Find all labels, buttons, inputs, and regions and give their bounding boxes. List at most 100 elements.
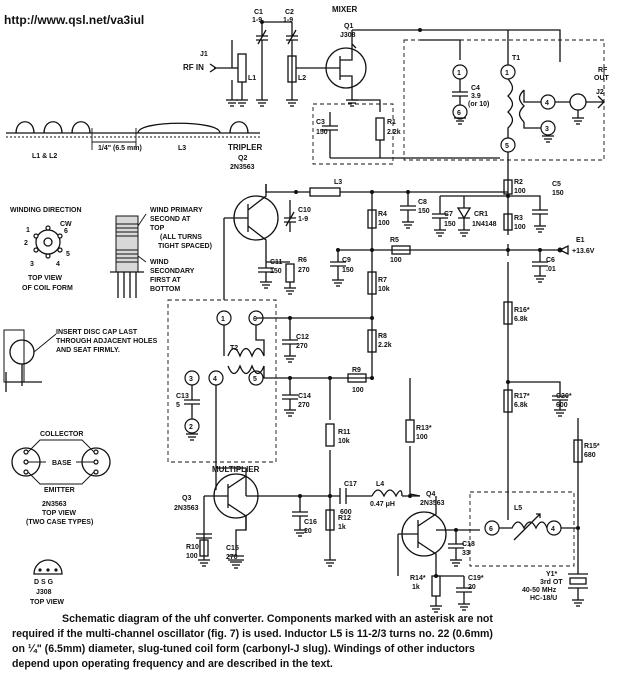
c10-label: C10 <box>298 207 311 214</box>
svg-text:20: 20 <box>468 584 476 591</box>
svg-text:1: 1 <box>26 227 30 234</box>
r6-label: R6 <box>298 257 307 264</box>
svg-text:L3: L3 <box>178 145 186 152</box>
svg-text:5: 5 <box>505 143 509 150</box>
coil-form-drawing: WIND PRIMARY SECOND AT TOP (ALL TURNS TI… <box>110 207 212 298</box>
svg-text:6: 6 <box>253 316 257 323</box>
r11-label: R11 <box>338 429 351 436</box>
c17-label: C17 <box>344 481 357 488</box>
r8-label: R8 <box>378 333 387 340</box>
component-labels: C1 1-9 C2 1-9 MIXER Q1 J308 J1 RF IN L1 … <box>174 5 610 602</box>
svg-text:3: 3 <box>30 261 34 268</box>
disc-cap-detail: INSERT DISC CAP LAST THROUGH ADJACENT HO… <box>3 329 158 392</box>
svg-text:Schematic diagram of the uhf c: Schematic diagram of the uhf converter. … <box>62 613 493 625</box>
coil-detail: L1 & L2 1/4" (6.5 mm) L3 <box>6 121 260 160</box>
svg-text:2.2k: 2.2k <box>378 342 392 349</box>
svg-text:6: 6 <box>64 228 68 235</box>
svg-text:(ALL TURNS: (ALL TURNS <box>160 234 202 241</box>
svg-text:2N3563: 2N3563 <box>42 501 67 508</box>
svg-text:TIGHT SPACED): TIGHT SPACED) <box>158 243 212 250</box>
svg-text:5: 5 <box>253 376 257 383</box>
svg-text:270: 270 <box>298 402 310 409</box>
svg-text:RF IN: RF IN <box>183 63 204 72</box>
svg-text:100: 100 <box>186 553 198 560</box>
svg-text:100: 100 <box>514 188 526 195</box>
svg-text:0.47 μH: 0.47 μH <box>370 501 395 508</box>
svg-text:FIRST AT: FIRST AT <box>150 277 181 284</box>
c15-label: C15 <box>226 545 239 552</box>
c19-label: C19* <box>468 575 484 582</box>
c14-label: C14 <box>298 393 311 400</box>
svg-text:150: 150 <box>444 221 456 228</box>
winding-direction-detail: WINDING DIRECTION CW 1 6 2 5 3 4 TOP VIE… <box>10 207 82 292</box>
svg-text:HC-18/U: HC-18/U <box>530 595 557 602</box>
r15-label: R15* <box>584 443 600 450</box>
l1-label: L1 <box>248 75 256 82</box>
svg-text:SECONDARY: SECONDARY <box>150 268 195 275</box>
svg-text:4: 4 <box>551 526 555 533</box>
svg-text:3.9: 3.9 <box>471 93 481 100</box>
svg-text:Q1: Q1 <box>344 23 353 30</box>
svg-text:100: 100 <box>390 257 402 264</box>
r1-label: R1 <box>387 119 396 126</box>
svg-text:J2: J2 <box>596 89 604 96</box>
c1-label: C1 <box>254 9 263 16</box>
svg-text:2N3563: 2N3563 <box>230 164 255 171</box>
multiplier-label: MULTIPLIER <box>212 465 260 474</box>
r17-label: R17* <box>514 393 530 400</box>
svg-text:2N3563: 2N3563 <box>420 500 445 507</box>
svg-text:BOTTOM: BOTTOM <box>150 286 180 293</box>
svg-text:1-9: 1-9 <box>283 17 293 24</box>
tripler-label: TRIPLER <box>228 143 262 152</box>
svg-text:J308: J308 <box>36 589 52 596</box>
svg-text:AND SEAT FIRMLY.: AND SEAT FIRMLY. <box>56 347 120 354</box>
svg-text:Q2: Q2 <box>238 155 247 162</box>
svg-text:COLLECTOR: COLLECTOR <box>40 431 83 438</box>
svg-text:THROUGH ADJACENT HOLES: THROUGH ADJACENT HOLES <box>56 338 158 345</box>
svg-text:6: 6 <box>457 110 461 117</box>
r3-label: R3 <box>514 215 523 222</box>
l4-label: L4 <box>376 481 384 488</box>
junction-dots <box>260 20 580 578</box>
svg-text:150: 150 <box>342 267 354 274</box>
svg-text:100: 100 <box>378 220 390 227</box>
svg-text:2: 2 <box>24 240 28 247</box>
r9-label: R9 <box>352 367 361 374</box>
svg-text:WIND PRIMARY: WIND PRIMARY <box>150 207 203 214</box>
c6-label: C6 <box>546 257 555 264</box>
c4-label: C4 <box>471 85 480 92</box>
svg-text:10k: 10k <box>338 438 350 445</box>
svg-text:6: 6 <box>489 526 493 533</box>
svg-text:L1 & L2: L1 & L2 <box>32 153 57 160</box>
svg-text:600: 600 <box>340 509 352 516</box>
svg-text:270: 270 <box>298 267 310 274</box>
svg-text:3: 3 <box>189 376 193 383</box>
svg-text:4: 4 <box>56 261 60 268</box>
svg-text:6.8k: 6.8k <box>514 316 528 323</box>
r13-label: R13* <box>416 425 432 432</box>
l5-label: L5 <box>514 505 522 512</box>
svg-text:EMITTER: EMITTER <box>44 487 75 494</box>
c13-label: C13 <box>176 393 189 400</box>
c9-label: C9 <box>342 257 351 264</box>
svg-text:depend upon operating frequenc: depend upon operating frequency and are … <box>12 658 333 670</box>
c16-label: C16 <box>304 519 317 526</box>
svg-text:100: 100 <box>514 224 526 231</box>
svg-text:1N4148: 1N4148 <box>472 221 497 228</box>
svg-text:.01: .01 <box>546 266 556 273</box>
svg-text:3rd OT: 3rd OT <box>540 579 563 586</box>
svg-text:J308: J308 <box>340 32 356 39</box>
q4-label: Q4 <box>426 491 435 498</box>
svg-text:2: 2 <box>189 424 193 431</box>
ground-symbols <box>185 99 585 613</box>
svg-text:WIND: WIND <box>150 259 169 266</box>
r5-label: R5 <box>390 237 399 244</box>
site-url: http://www.qsl.net/va3iul <box>4 13 144 27</box>
c18-label: C18 <box>462 541 475 548</box>
svg-text:150: 150 <box>552 190 564 197</box>
j1-label: J1 <box>200 51 208 58</box>
rfout-label: RF <box>598 67 608 74</box>
svg-text:WINDING DIRECTION: WINDING DIRECTION <box>10 207 82 214</box>
r14-label: R14* <box>410 575 426 582</box>
